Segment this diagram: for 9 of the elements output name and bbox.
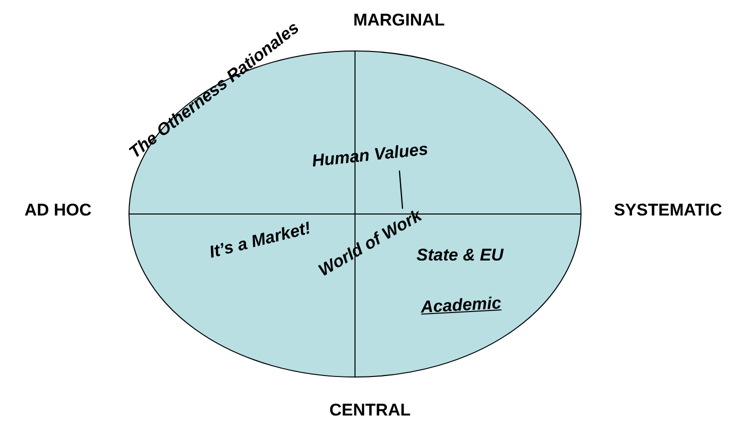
text-label: Human Values: [311, 140, 429, 170]
text-label: It’s a Market!: [208, 219, 312, 261]
axis-label: AD HOC: [24, 202, 92, 218]
connector-line: [398, 170, 404, 209]
axis-label: SYSTEMATIC: [614, 202, 722, 218]
axis-label: MARGINAL: [353, 12, 445, 28]
axis-label: CENTRAL: [329, 402, 411, 418]
text-label: State & EU: [416, 246, 504, 264]
text-label: Academic: [420, 294, 502, 316]
